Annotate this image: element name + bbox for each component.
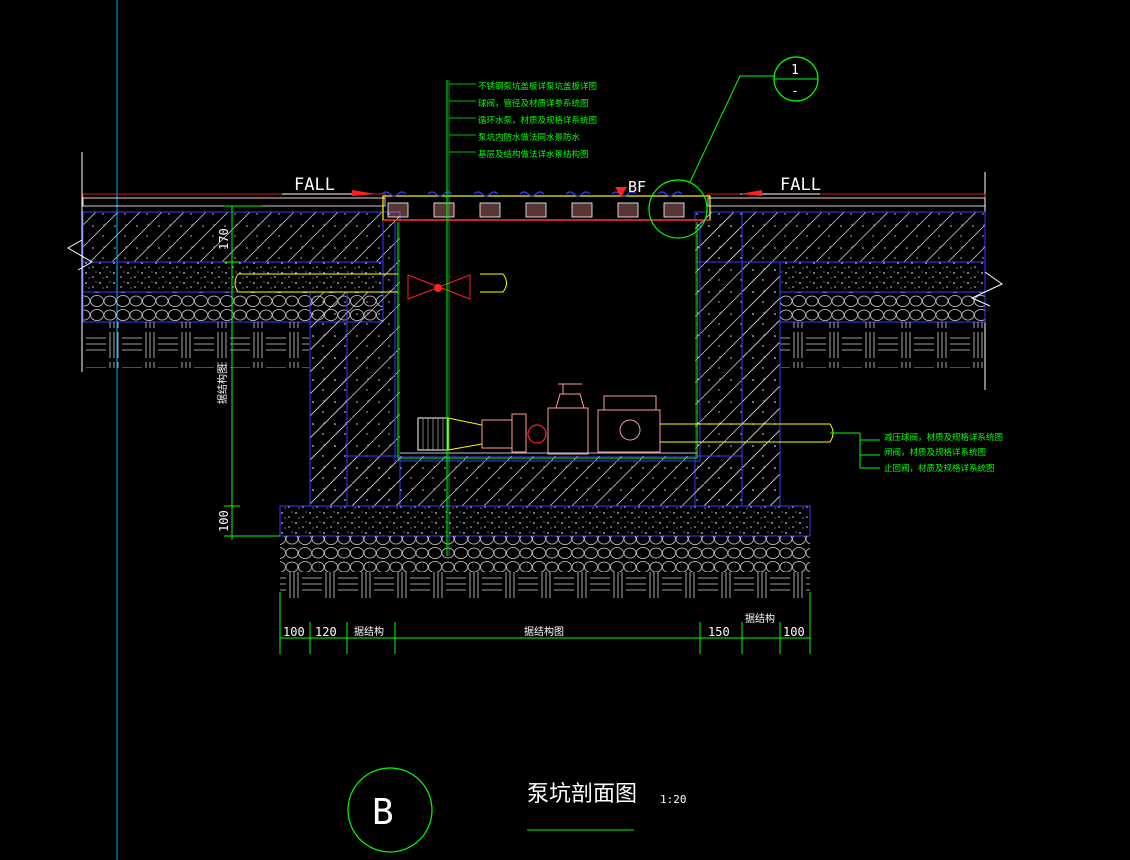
dim-structure-vertical: 据结构图: [216, 364, 229, 404]
fall-label-left: FALL: [294, 175, 335, 195]
dim-100-vertical: 100: [217, 510, 231, 532]
fall-arrow-right: [740, 190, 820, 196]
bf-level-marker: [615, 187, 627, 197]
water-surface-mark: [565, 191, 591, 197]
drawing-title: 泵坑剖面图: [527, 782, 637, 807]
grating-cell: [571, 202, 593, 218]
dim-bottom-7: 100: [783, 625, 805, 639]
detail-ref-number: 1: [791, 63, 799, 78]
section-mark-circle: [347, 767, 433, 853]
water-surface-mark: [657, 191, 683, 197]
right-note-1: 减压球阀，材质及规格详系统图: [884, 432, 1003, 443]
top-leader: [446, 80, 476, 556]
grating-cell: [617, 202, 639, 218]
dim-170: 170: [217, 228, 231, 250]
grating-cell: [387, 202, 409, 218]
top-note-2: 球阀，管径及材质详参系统图: [478, 98, 589, 109]
top-note-1: 不锈钢泵坑盖板详泵坑盖板详图: [478, 81, 597, 92]
dim-bottom-4: 据结构图: [524, 625, 564, 638]
dim-bottom-3: 据结构: [354, 625, 384, 638]
dim-bottom-5: 150: [708, 625, 730, 639]
detail-ref-sheet: -: [791, 84, 799, 99]
top-note-4: 泵坑内防水做法同水景防水: [478, 132, 581, 143]
vertical-dimension: [224, 205, 280, 540]
water-surface-mark: [473, 191, 499, 197]
section-mark-letter: B: [372, 792, 394, 833]
top-note-5: 基层及结构做法详水景结构图: [478, 149, 589, 160]
pump-valve-assembly: [400, 383, 834, 455]
right-leader: [830, 432, 880, 469]
grating-cell: [525, 202, 547, 218]
water-surface-mark: [381, 191, 407, 197]
detail-callout: [648, 56, 819, 239]
grating-cell: [663, 202, 685, 218]
pit-cover-grating: [381, 191, 711, 221]
drawing-scale: 1:20: [660, 793, 687, 806]
bottom-dimension: [279, 592, 811, 654]
top-note-3: 循环水泵，材质及规格详系统图: [478, 115, 597, 126]
water-surface-mark: [427, 191, 453, 197]
fall-label-right: FALL: [780, 175, 821, 195]
dim-bottom-6: 据结构: [745, 612, 775, 625]
dim-bottom-2: 120: [315, 625, 337, 639]
overflow-pipe: [234, 273, 507, 300]
right-note-3: 止回阀，材质及规格详系统图: [884, 463, 995, 474]
right-note-2: 闸阀，材质及规格详系统图: [884, 447, 986, 458]
bf-label: BF: [628, 178, 646, 196]
dim-bottom-1: 100: [283, 625, 305, 639]
grating-cell: [479, 202, 501, 218]
fall-arrow-left: [282, 190, 376, 196]
grating-cell: [433, 202, 455, 218]
water-surface-mark: [611, 191, 637, 197]
water-surface-mark: [519, 191, 545, 197]
